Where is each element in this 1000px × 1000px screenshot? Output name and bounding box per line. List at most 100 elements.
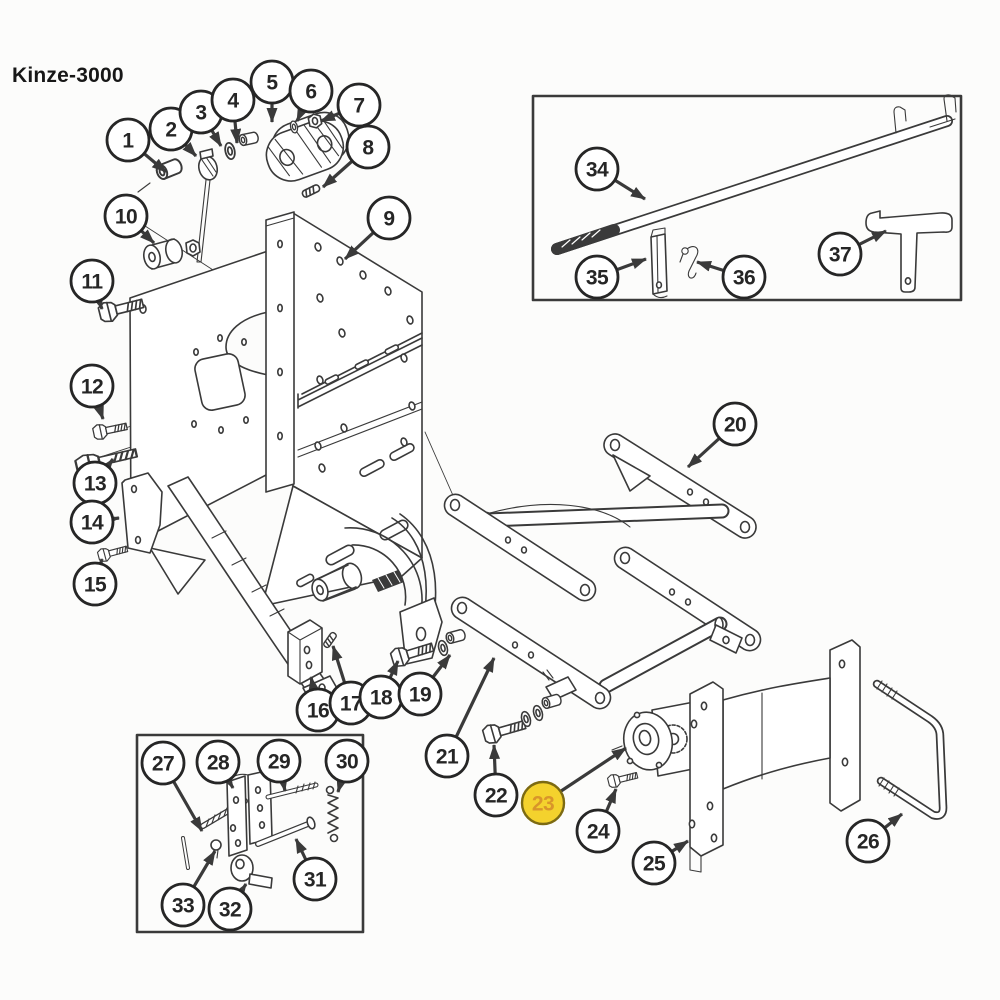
callout-number: 18	[370, 687, 393, 710]
callout-balloon	[160, 882, 206, 928]
callout-number: 25	[643, 853, 666, 876]
callout-number: 16	[307, 700, 329, 723]
callout-26[interactable]: 26	[845, 812, 903, 864]
callout-number: 37	[829, 244, 851, 267]
callout-27[interactable]: 27	[140, 740, 204, 832]
callout-balloon	[210, 77, 256, 123]
inset-box-latch	[135, 733, 365, 934]
callout-number: 7	[353, 95, 364, 118]
callout-35[interactable]: 35	[574, 254, 647, 300]
callout-20[interactable]: 20	[686, 401, 758, 469]
callout-balloon	[575, 808, 621, 854]
callout-balloon	[69, 258, 115, 304]
pivot-bolt-drawing	[480, 692, 563, 747]
callout-11[interactable]: 11	[69, 258, 115, 310]
callout-7[interactable]: 7	[320, 82, 382, 128]
callout-22[interactable]: 22	[473, 744, 519, 818]
callout-number: 17	[340, 693, 362, 716]
callout-32[interactable]: 32	[207, 883, 253, 932]
callout-number: 32	[219, 899, 241, 922]
callout-28[interactable]: 28	[195, 739, 241, 789]
callout-number: 10	[115, 206, 137, 229]
callout-balloon	[574, 254, 620, 300]
callout-balloon	[195, 739, 241, 785]
marker-clip-drawing	[679, 246, 699, 279]
callout-number: 31	[304, 869, 327, 892]
callout-24[interactable]: 24	[575, 788, 621, 854]
callout-1[interactable]: 1	[105, 117, 168, 174]
callout-balloon	[345, 124, 391, 170]
callout-number: 2	[165, 119, 176, 142]
marker-inset	[531, 94, 963, 302]
callout-8[interactable]: 8	[321, 124, 391, 189]
callout-10[interactable]: 10	[103, 193, 156, 245]
callout-balloon	[288, 68, 334, 114]
callout-37[interactable]: 37	[817, 229, 887, 277]
callout-balloon	[69, 499, 115, 545]
u-bolt-drawing	[872, 679, 948, 820]
latch-inset	[135, 733, 365, 934]
callout-19[interactable]: 19	[397, 654, 452, 717]
callout-number: 20	[724, 414, 746, 437]
callout-number: 34	[586, 159, 609, 182]
callout-number: 11	[81, 271, 103, 294]
callout-number: 14	[81, 512, 104, 535]
callout-34[interactable]: 34	[574, 146, 646, 201]
callout-number: 12	[81, 376, 103, 399]
callout-number: 22	[485, 785, 507, 808]
callout-number: 23	[532, 793, 554, 816]
callout-29[interactable]: 29	[256, 738, 302, 792]
callout-balloon	[72, 561, 118, 607]
callout-12[interactable]: 12	[69, 363, 115, 420]
callout-balloon	[140, 740, 186, 786]
callout-number: 1	[122, 130, 134, 153]
callout-number: 21	[436, 746, 459, 769]
callout-balloon	[366, 195, 412, 241]
main-frame-drawing	[129, 211, 423, 607]
callout-balloon	[631, 840, 677, 886]
callout-balloon	[69, 363, 115, 409]
callout-18[interactable]: 18	[358, 660, 404, 720]
callout-16[interactable]: 16	[295, 676, 341, 733]
callout-number: 5	[266, 72, 278, 95]
callout-31[interactable]: 31	[292, 838, 338, 902]
page-title: Kinze-3000	[12, 64, 124, 87]
callout-balloon	[721, 254, 767, 300]
callout-number: 29	[268, 751, 290, 774]
callout-15[interactable]: 15	[72, 558, 118, 607]
callout-balloon	[473, 772, 519, 818]
callout-balloon	[324, 738, 370, 784]
callout-36[interactable]: 36	[696, 254, 767, 300]
callout-balloon	[103, 193, 149, 239]
callout-6[interactable]: 6	[288, 68, 334, 122]
callout-balloon	[424, 733, 470, 779]
callout-balloon	[256, 738, 302, 784]
callout-balloon	[397, 671, 443, 717]
callout-balloon	[845, 818, 891, 864]
hub-sprocket-drawing	[611, 701, 699, 777]
callout-balloon	[207, 886, 253, 932]
callout-13[interactable]: 13	[72, 458, 118, 506]
callout-number: 36	[733, 267, 755, 290]
callout-21[interactable]: 21	[424, 657, 496, 779]
callout-number: 24	[587, 821, 610, 844]
callout-4[interactable]: 4	[210, 77, 256, 144]
callout-23[interactable]: 23	[520, 746, 627, 826]
callout-number: 15	[84, 574, 107, 597]
spring-drawing	[325, 785, 339, 843]
shield-plate-drawing	[121, 472, 163, 554]
callout-number: 19	[409, 684, 431, 707]
diagram-line-art	[73, 94, 963, 934]
callout-9[interactable]: 9	[343, 195, 412, 261]
callout-14[interactable]: 14	[69, 499, 120, 545]
callout-balloon	[817, 231, 863, 277]
callout-25[interactable]: 25	[631, 839, 689, 886]
callout-33[interactable]: 33	[160, 850, 217, 928]
callout-number: 6	[305, 81, 316, 104]
callout-30[interactable]: 30	[324, 738, 370, 793]
callout-5[interactable]: 5	[249, 59, 295, 123]
hub-bolt-drawing	[606, 768, 640, 790]
callout-balloon	[336, 82, 382, 128]
